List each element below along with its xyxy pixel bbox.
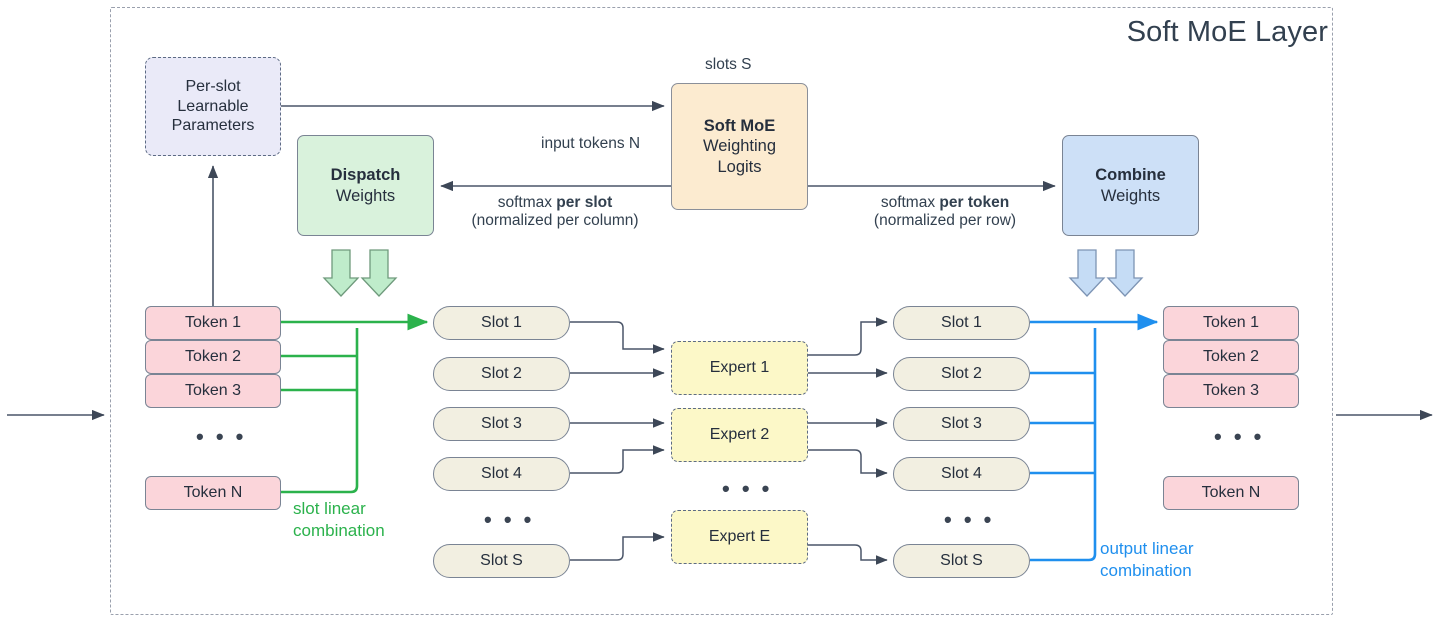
left-slot-4[interactable]: Slot 4 <box>433 457 570 491</box>
per-slot-learnable-parameters-block[interactable]: Per-slot Learnable Parameters <box>145 57 281 156</box>
input-token-2-label: Token 2 <box>184 348 242 366</box>
input-token-2[interactable]: Token 2 <box>145 340 281 374</box>
right-slot-2[interactable]: Slot 2 <box>893 357 1030 391</box>
expert-2-label: Expert 2 <box>709 426 770 444</box>
left-slot-1-label: Slot 1 <box>481 314 522 332</box>
slot-linear-line-2: combination <box>293 521 385 541</box>
left-slot-2-label: Slot 2 <box>481 365 522 383</box>
left-slot-s-label: Slot S <box>480 552 523 570</box>
left-slot-1[interactable]: Slot 1 <box>433 306 570 340</box>
right-slot-1-label: Slot 1 <box>941 314 982 332</box>
input-token-n-label: Token N <box>183 484 243 502</box>
output-token-3-label: Token 3 <box>1202 382 1260 400</box>
right-slot-3[interactable]: Slot 3 <box>893 407 1030 441</box>
dispatch-weights-block[interactable]: Dispatch Weights <box>297 135 434 236</box>
softmoe-line-3: Logits <box>717 157 762 176</box>
left-slot-2[interactable]: Slot 2 <box>433 357 570 391</box>
input-token-3-label: Token 3 <box>184 382 242 400</box>
softmoe-line-1: Soft MoE <box>703 117 776 136</box>
dispatch-line-1: Dispatch <box>330 166 401 185</box>
slot-linear-combination-label: slot linear combination <box>293 498 385 542</box>
output-linear-line-1: output linear <box>1100 539 1194 558</box>
left-slot-3-label: Slot 3 <box>481 415 522 433</box>
softmoe-line-2: Weighting <box>702 137 777 156</box>
perslot-line-2: Learnable <box>177 97 249 115</box>
label-softmax-per-slot: softmax per slot (normalized per column) <box>460 194 650 230</box>
left-slot-4-label: Slot 4 <box>481 465 522 483</box>
soft-moe-layer-frame <box>110 7 1333 615</box>
output-token-1[interactable]: Token 1 <box>1163 306 1299 340</box>
right-slot-4-label: Slot 4 <box>941 465 982 483</box>
softmax-per-token-prefix: softmax <box>880 194 940 211</box>
left-slot-3[interactable]: Slot 3 <box>433 407 570 441</box>
output-token-2[interactable]: Token 2 <box>1163 340 1299 374</box>
softmax-per-slot-prefix: softmax <box>497 194 557 211</box>
right-slot-4[interactable]: Slot 4 <box>893 457 1030 491</box>
input-token-1-label: Token 1 <box>184 314 242 332</box>
right-slot-3-label: Slot 3 <box>941 415 982 433</box>
perslot-line-3: Parameters <box>171 117 255 135</box>
softmax-per-token-bold: per token <box>939 194 1010 211</box>
output-token-2-label: Token 2 <box>1202 348 1260 366</box>
soft-moe-weighting-logits-block[interactable]: Soft MoE Weighting Logits <box>671 83 808 210</box>
left-slots-ellipsis: • • • <box>484 507 535 532</box>
right-slot-s[interactable]: Slot S <box>893 544 1030 578</box>
expert-e-label: Expert E <box>708 528 771 546</box>
combine-weights-block[interactable]: Combine Weights <box>1062 135 1199 236</box>
experts-ellipsis: • • • <box>722 476 773 501</box>
combine-line-2: Weights <box>1100 186 1161 205</box>
input-tokens-ellipsis: • • • <box>196 424 247 449</box>
output-token-1-label: Token 1 <box>1202 314 1260 332</box>
expert-e[interactable]: Expert E <box>671 510 808 564</box>
expert-1-label: Expert 1 <box>709 359 770 377</box>
dispatch-line-2: Weights <box>335 186 396 205</box>
output-token-n-label: Token N <box>1201 484 1261 502</box>
right-slot-2-label: Slot 2 <box>941 365 982 383</box>
slot-linear-line-1: slot linear <box>293 499 366 518</box>
output-tokens-ellipsis: • • • <box>1214 424 1265 449</box>
combine-line-1: Combine <box>1095 166 1166 185</box>
expert-2[interactable]: Expert 2 <box>671 408 808 462</box>
output-linear-combination-label: output linear combination <box>1100 538 1194 582</box>
softmax-per-slot-bold: per slot <box>556 194 613 211</box>
left-slot-s[interactable]: Slot S <box>433 544 570 578</box>
softmax-per-token-sub: (normalized per row) <box>873 212 1017 229</box>
right-slot-1[interactable]: Slot 1 <box>893 306 1030 340</box>
input-token-1[interactable]: Token 1 <box>145 306 281 340</box>
right-slot-s-label: Slot S <box>940 552 983 570</box>
right-slots-ellipsis: • • • <box>944 507 995 532</box>
softmax-per-slot-sub: (normalized per column) <box>471 212 639 229</box>
output-token-n[interactable]: Token N <box>1163 476 1299 510</box>
perslot-line-1: Per-slot <box>185 78 241 96</box>
input-token-n[interactable]: Token N <box>145 476 281 510</box>
input-token-3[interactable]: Token 3 <box>145 374 281 408</box>
output-token-3[interactable]: Token 3 <box>1163 374 1299 408</box>
label-input-tokens-n: input tokens N <box>541 135 641 152</box>
output-linear-line-2: combination <box>1100 561 1192 581</box>
page-title: Soft MoE Layer <box>1126 16 1328 48</box>
expert-1[interactable]: Expert 1 <box>671 341 808 395</box>
label-slots-s: slots S <box>705 56 752 73</box>
label-softmax-per-token: softmax per token (normalized per row) <box>850 194 1040 230</box>
